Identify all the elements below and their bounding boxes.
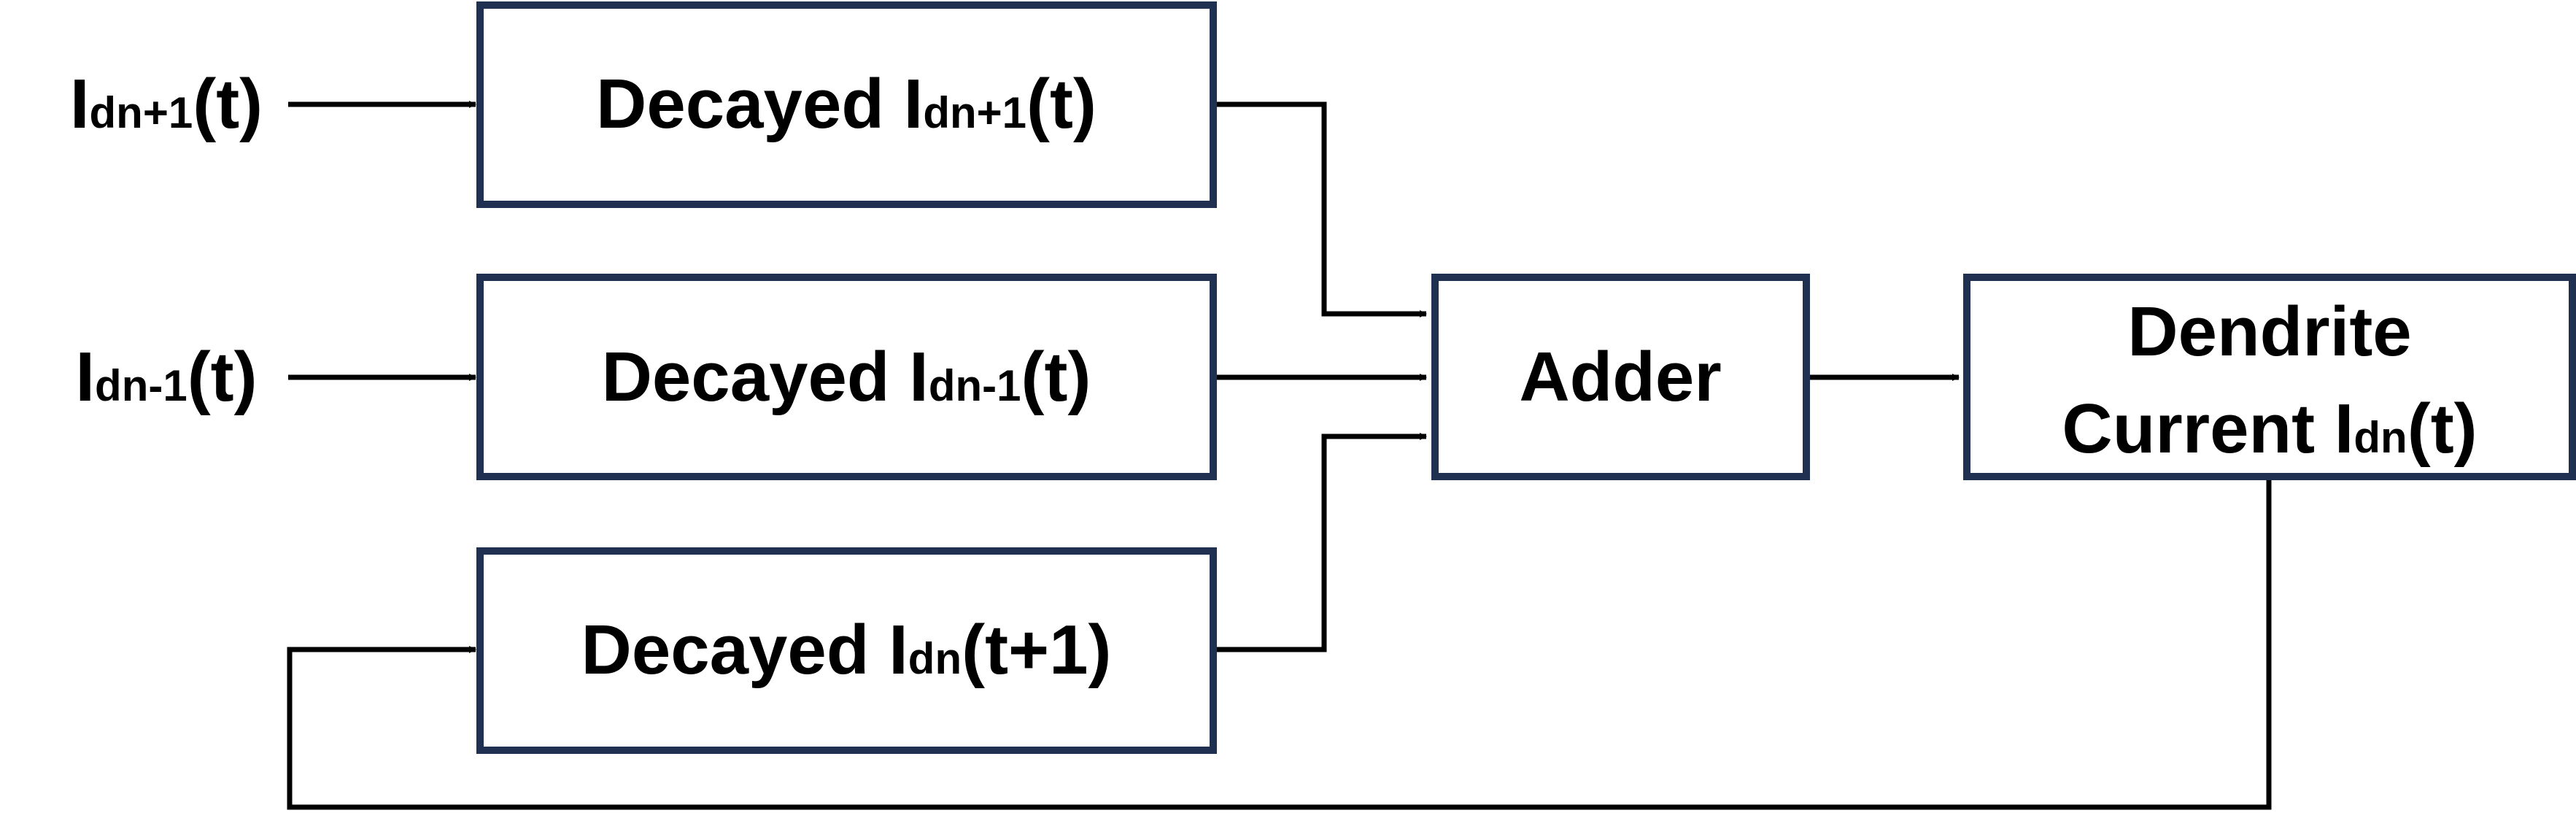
decayed-mid-label: Decayed Idn-1(t) xyxy=(602,338,1091,416)
decayed-top-box xyxy=(476,1,1217,208)
input-label-mid: Idn-1(t) xyxy=(75,338,257,416)
wire-feedback xyxy=(287,476,2272,810)
decayed-top-label: Decayed Idn+1(t) xyxy=(596,65,1096,143)
connections xyxy=(287,101,2272,810)
decayed-mid-box xyxy=(476,274,1217,480)
dendrite-label-line2: Current Idn(t) xyxy=(2062,390,2477,468)
wire-bottom-to-adder xyxy=(1213,433,1427,652)
decayed-bottom-label: Decayed Idn(t+1) xyxy=(581,611,1112,689)
dendrite-label-line1: Dendrite xyxy=(2127,293,2411,371)
adder-label: Adder xyxy=(1519,338,1721,416)
dendrite-box xyxy=(1963,274,2576,480)
wire-top-to-adder xyxy=(1213,101,1427,317)
input-label-top: Idn+1(t) xyxy=(70,65,263,143)
decayed-bottom-box xyxy=(476,547,1217,754)
adder-box xyxy=(1431,274,1810,480)
